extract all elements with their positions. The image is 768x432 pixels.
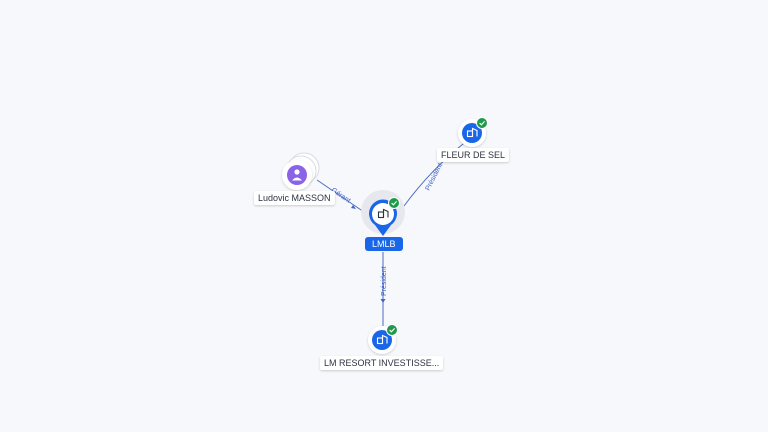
fleur-de-sel-label[interactable]: FLEUR DE SEL xyxy=(437,148,510,162)
building-icon xyxy=(466,127,478,138)
building-icon xyxy=(377,208,389,219)
building-icon xyxy=(376,334,388,345)
edge-label-main-resort: Président xyxy=(381,266,388,296)
verified-badge-icon xyxy=(388,197,400,209)
lmlb-label[interactable]: LMLB xyxy=(365,237,403,251)
lm-resort-node[interactable] xyxy=(368,324,398,355)
lmlb-main-node[interactable] xyxy=(361,190,405,236)
lm-resort-label[interactable]: LM RESORT INVESTISSE... xyxy=(320,356,444,370)
edge-arrow-main-resort xyxy=(380,299,386,303)
verified-badge-icon xyxy=(386,324,398,336)
person-node[interactable] xyxy=(282,152,320,190)
edge-main-resort[interactable]: Président xyxy=(380,252,389,326)
fleur-de-sel-node[interactable] xyxy=(458,117,488,148)
person-label[interactable]: Ludovic MASSON xyxy=(254,191,335,205)
edge-arrow-person-main xyxy=(351,205,356,209)
verified-badge-icon xyxy=(476,117,488,129)
person-icon xyxy=(292,169,302,181)
